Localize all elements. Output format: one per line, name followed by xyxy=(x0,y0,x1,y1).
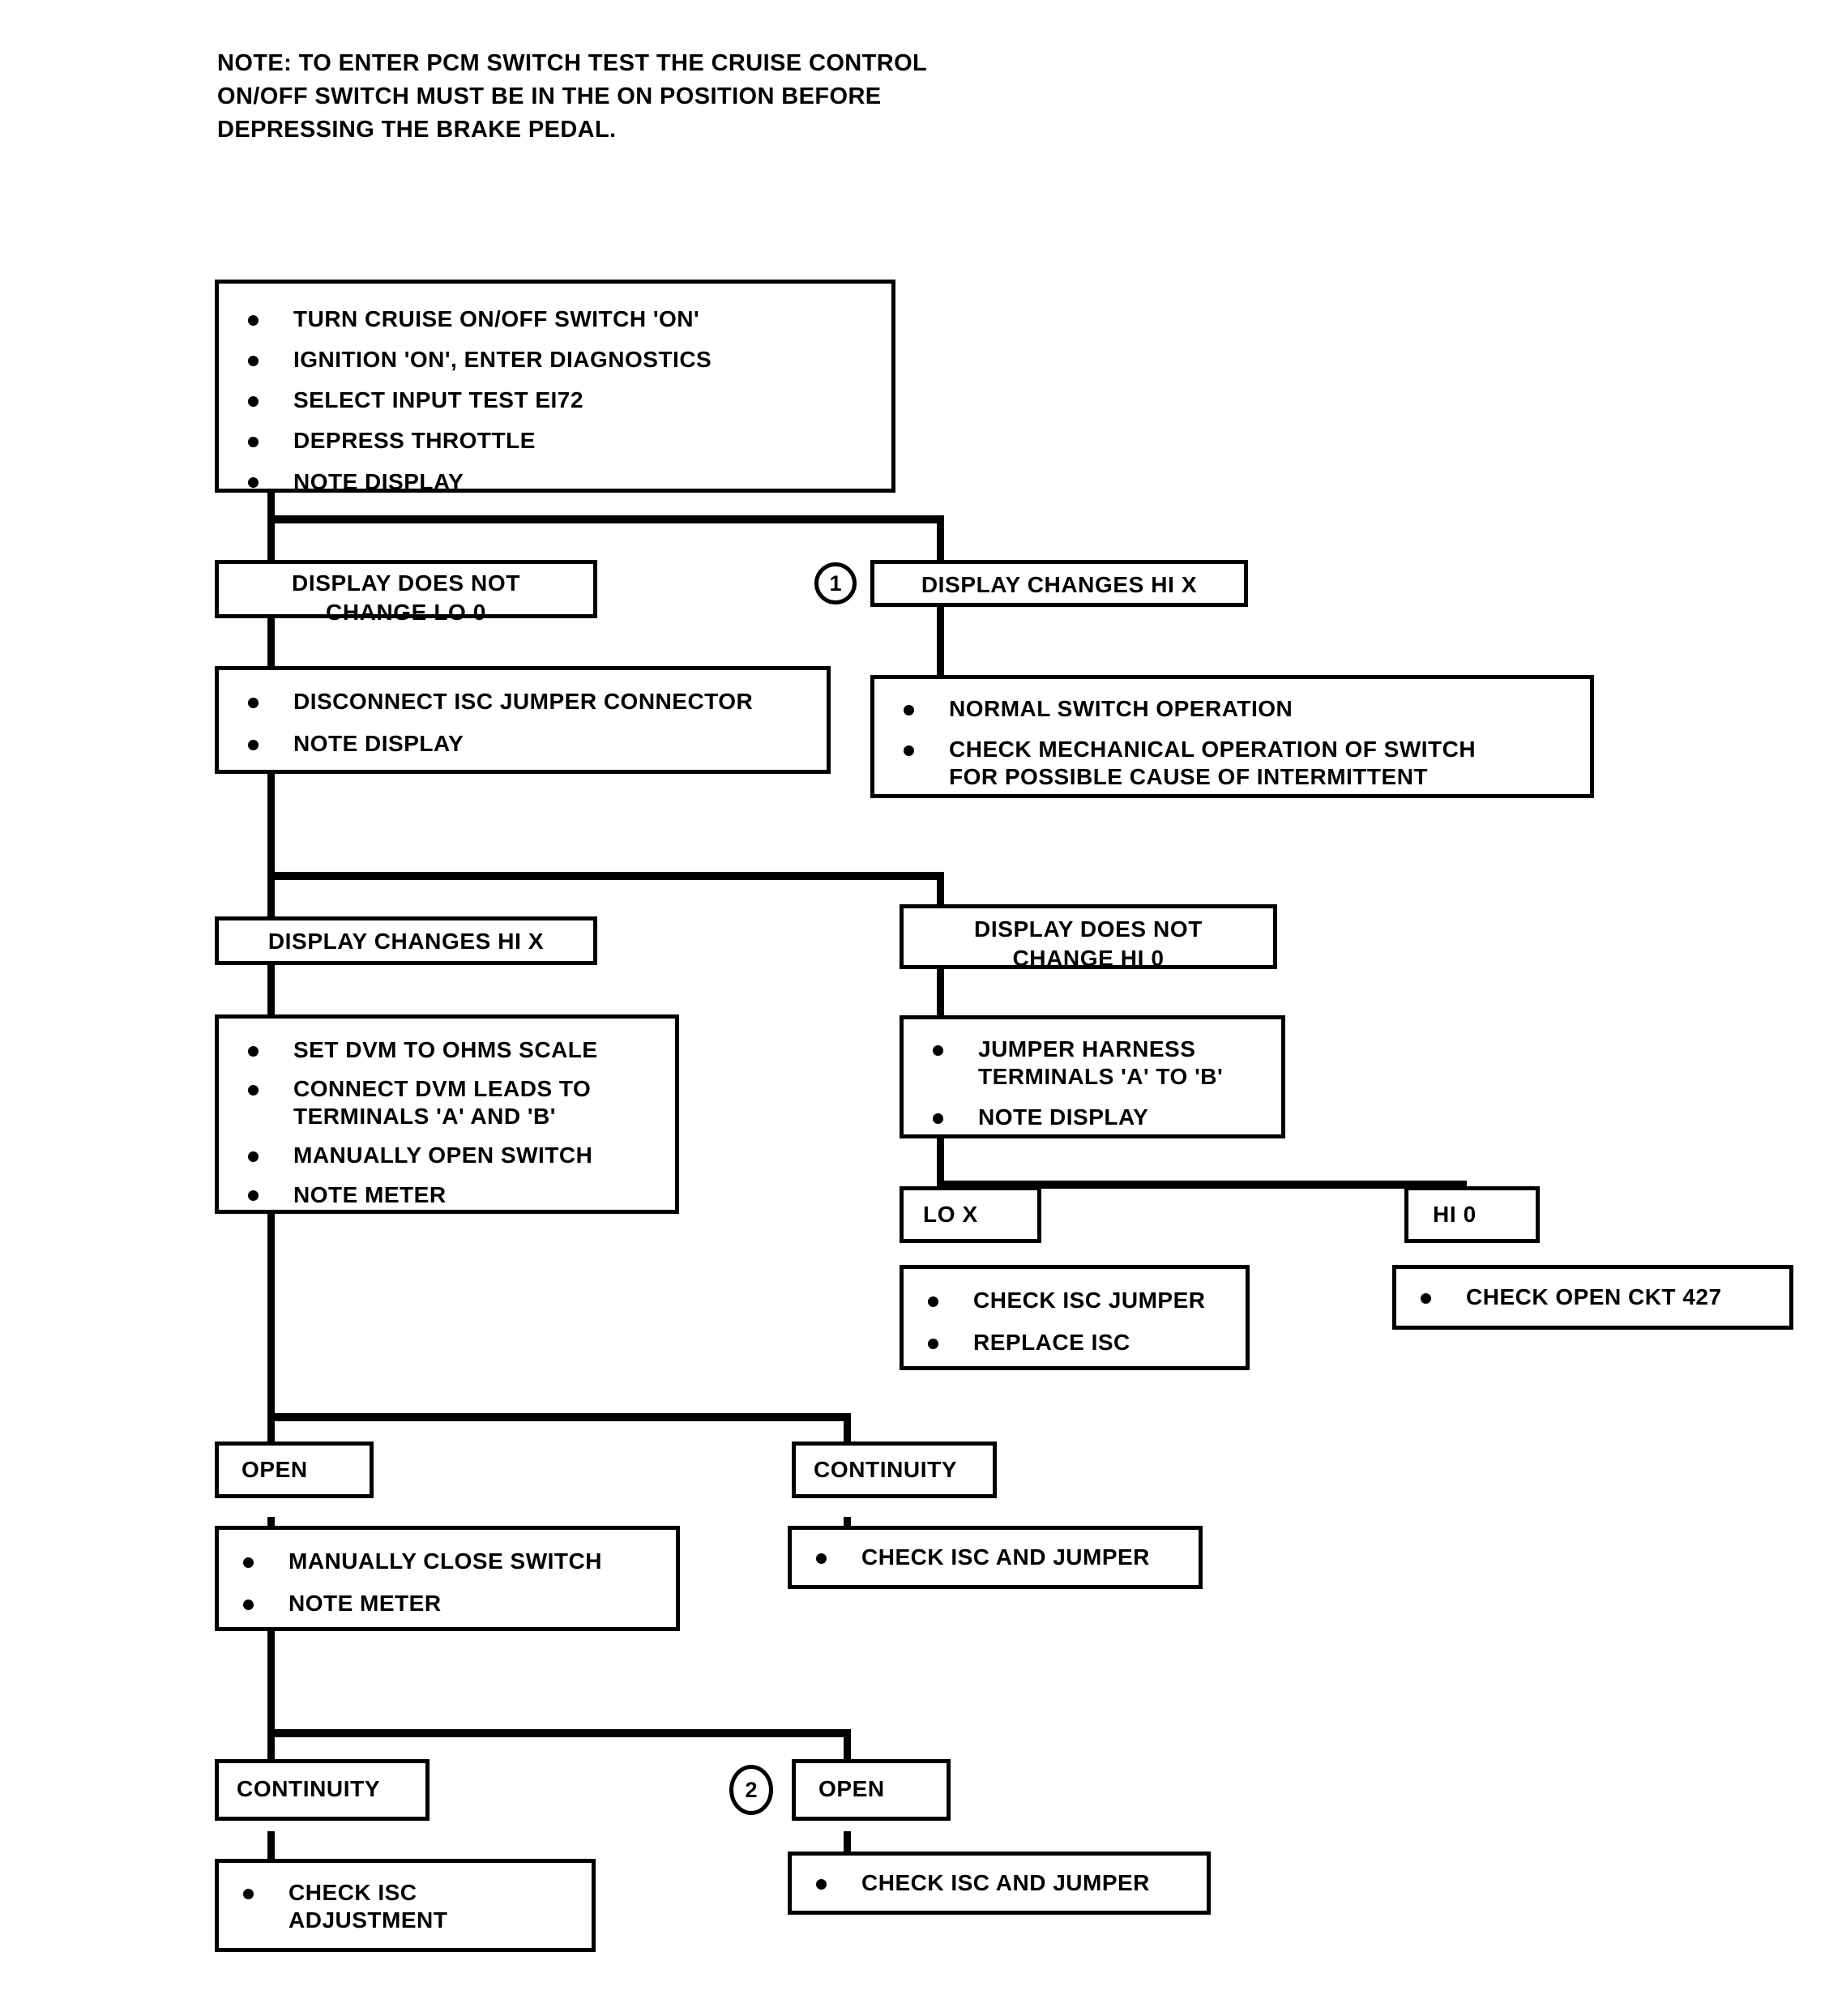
bullet-icon xyxy=(1421,1292,1431,1304)
bullet-icon xyxy=(816,1553,827,1564)
connector-cont2-to-adjust xyxy=(267,1831,275,1864)
node-manually-close-switch: MANUALLY CLOSE SWITCH NOTE METER xyxy=(215,1526,680,1631)
connector-disconnect-stem xyxy=(267,774,275,879)
connector-split-bar-3 xyxy=(937,1181,1467,1189)
node-check-isc-and-jumper-2: CHECK ISC AND JUMPER xyxy=(788,1852,1211,1915)
node-open-2: OPEN xyxy=(792,1759,951,1821)
node-lo-x: LO X xyxy=(900,1186,1041,1243)
connector-hix1-to-normal xyxy=(937,604,944,675)
connector-hi0-to-jumper xyxy=(937,968,944,1015)
bullet-icon xyxy=(928,1296,938,1307)
node-continuity-1: CONTINUITY xyxy=(792,1442,997,1498)
bullet-icon xyxy=(248,1045,259,1057)
bullet-icon xyxy=(933,1044,943,1056)
bullet-icon xyxy=(243,1888,254,1899)
node-display-no-change-hi0: DISPLAY DOES NOT CHANGE HI 0 xyxy=(900,904,1277,971)
connector-to-hi0 xyxy=(937,872,944,904)
connector-to-lo0 xyxy=(267,515,275,560)
connector-split-bar-5 xyxy=(267,1729,851,1737)
marker-1-label: 1 xyxy=(829,570,842,596)
connector-dvm-stem xyxy=(267,1213,275,1420)
bullet-icon xyxy=(243,1557,254,1568)
node-disconnect-isc: DISCONNECT ISC JUMPER CONNECTOR NOTE DIS… xyxy=(215,666,831,774)
connector-to-continuity-2 xyxy=(267,1729,275,1779)
node-normal-switch-operation: NORMAL SWITCH OPERATION CHECK MECHANICAL… xyxy=(870,675,1594,798)
connector-lo0-to-disconnect xyxy=(267,616,275,666)
bullet-icon xyxy=(248,477,259,489)
node-display-changes-hix-1: DISPLAY CHANGES HI X xyxy=(870,560,1248,607)
connector-split-bar-2 xyxy=(267,872,944,880)
marker-2-label: 2 xyxy=(745,1777,758,1802)
connector-marker-1: 1 xyxy=(814,562,857,604)
connector-to-continuity-1 xyxy=(844,1413,851,1462)
node-check-isc-jumper: CHECK ISC JUMPER REPLACE ISC xyxy=(900,1265,1250,1370)
node-display-changes-hix-2: DISPLAY CHANGES HI X xyxy=(215,916,597,965)
bullet-icon xyxy=(904,745,914,756)
bullet-icon xyxy=(248,314,259,326)
node-continuity-2: CONTINUITY xyxy=(215,1759,430,1821)
bullet-icon xyxy=(248,739,259,750)
connector-marker-2: 2 xyxy=(729,1765,773,1815)
node-check-isc-adjustment: CHECK ISC ADJUSTMENT xyxy=(215,1859,596,1952)
bullet-icon xyxy=(248,355,259,366)
connector-to-open-2 xyxy=(844,1729,851,1779)
node-hi-0: HI 0 xyxy=(1404,1186,1540,1243)
node-check-open-ckt: CHECK OPEN CKT 427 xyxy=(1392,1265,1793,1330)
node-open-1: OPEN xyxy=(215,1442,374,1498)
connector-hix2-to-dvm xyxy=(267,964,275,1014)
node-jumper-harness: JUMPER HARNESS TERMINALS 'A' TO 'B' NOTE… xyxy=(900,1015,1285,1138)
node-display-no-change-lo0: DISPLAY DOES NOT CHANGE LO 0 xyxy=(215,560,597,625)
bullet-icon xyxy=(933,1113,943,1125)
connector-open2-to-check xyxy=(844,1831,851,1864)
node-check-isc-and-jumper-1: CHECK ISC AND JUMPER xyxy=(788,1526,1203,1589)
connector-to-open-1 xyxy=(267,1413,275,1462)
connector-split-bar-1 xyxy=(267,515,944,523)
connector-to-hix-1 xyxy=(937,515,944,560)
connector-split-bar-4 xyxy=(267,1413,851,1421)
node-start: TURN CRUISE ON/OFF SWITCH 'ON' IGNITION … xyxy=(215,280,895,494)
bullet-icon xyxy=(248,1151,259,1163)
bullet-icon xyxy=(243,1599,254,1610)
connector-close-stem xyxy=(267,1631,275,1736)
bullet-icon xyxy=(816,1878,827,1890)
bullet-icon xyxy=(248,697,259,708)
connector-start-stem xyxy=(267,490,275,519)
connector-jumper-stem xyxy=(937,1138,944,1187)
connector-to-hix-2 xyxy=(267,872,275,916)
node-set-dvm: SET DVM TO OHMS SCALE CONNECT DVM LEADS … xyxy=(215,1014,679,1214)
bullet-icon xyxy=(248,1190,259,1202)
bullet-icon xyxy=(928,1338,938,1349)
bullet-icon xyxy=(248,437,259,448)
note-text: NOTE: TO ENTER PCM SWITCH TEST THE CRUIS… xyxy=(217,50,928,143)
bullet-icon xyxy=(248,396,259,408)
bullet-icon xyxy=(904,704,914,715)
bullet-icon xyxy=(248,1084,259,1096)
